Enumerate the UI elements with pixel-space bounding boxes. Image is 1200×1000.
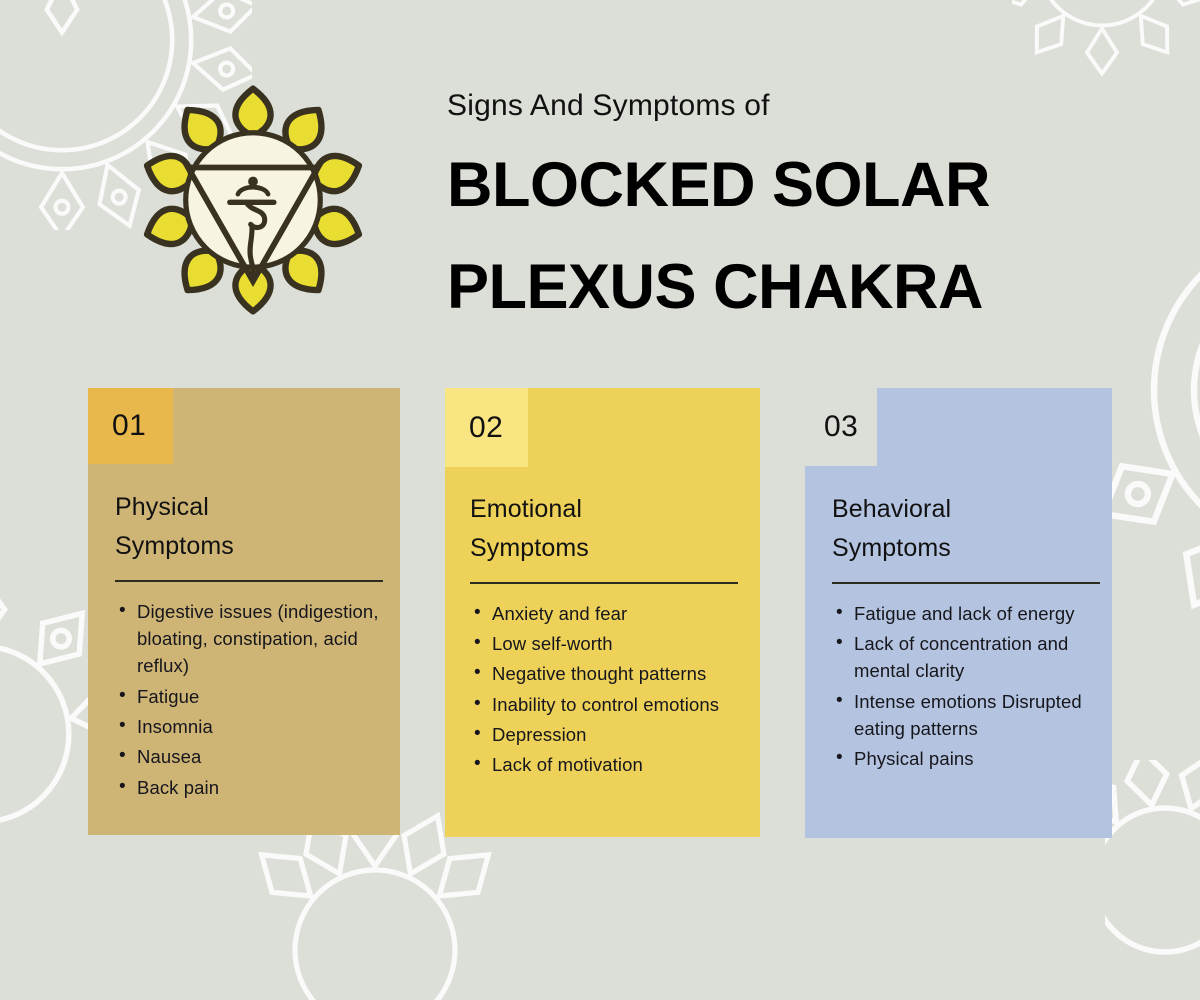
symptom-list-item: Depression [470,720,738,748]
card-number-badge: 01 [88,388,173,464]
symptom-list-item: Inability to control emotions [470,690,738,718]
symptom-list-item: Negative thought patterns [470,659,738,687]
symptom-list: Digestive issues (indigestion, bloating,… [115,596,383,801]
symptom-cards-container: 01 Physical Symptoms Digestive issues (i… [0,0,1200,900]
symptom-list-item: Low self-worth [470,629,738,657]
symptom-list-item: Intense emotions Disrupted eating patter… [832,687,1100,743]
card-title-line-2: Symptoms [470,533,589,562]
page-title-line-1: BLOCKED SOLAR [447,150,991,220]
card-content: Behavioral Symptoms Fatigue and lack of … [832,490,1100,776]
card-title-line-1: Behavioral [832,495,952,523]
solar-plexus-chakra-symbol-icon [143,85,363,315]
symptom-list: Anxiety and fearLow self-worthNegative t… [470,598,738,778]
symptom-list-item: Fatigue and lack of energy [832,598,1100,626]
symptom-list-item: Physical pains [832,744,1100,772]
card-title-line-1: Emotional [470,495,583,523]
card-number-badge: 02 [445,388,528,467]
symptom-list-item: Lack of concentration and mental clarity [832,629,1100,685]
symptom-list-item: Digestive issues (indigestion, bloating,… [115,596,383,680]
symptom-list-item: Lack of motivation [470,750,738,778]
header-text-block: Signs And Symptoms of BLOCKED SOLAR PLEX… [447,89,1107,338]
symptom-list-item: Back pain [115,773,383,801]
symptom-list: Fatigue and lack of energyLack of concen… [832,598,1100,772]
card-title-line-1: Physical [115,493,209,521]
symptom-list-item: Insomnia [115,712,383,740]
eyebrow-text: Signs And Symptoms of [447,89,770,122]
card-title: Physical Symptoms [115,488,383,566]
card-title: Emotional Symptoms [470,490,738,568]
card-divider [832,581,1100,584]
card-title-line-2: Symptoms [832,533,951,562]
card-divider [470,581,738,584]
card-title: Behavioral Symptoms [832,490,1100,568]
symptom-list-item: Anxiety and fear [470,598,738,626]
card-divider [115,579,383,582]
card-number-badge: 03 [824,410,859,443]
symptom-list-item: Fatigue [115,682,383,710]
card-content: Physical Symptoms Digestive issues (indi… [115,488,383,804]
card-title-line-2: Symptoms [115,531,234,560]
page-title: BLOCKED SOLAR PLEXUS CHAKRA [447,134,1107,338]
card-content: Emotional Symptoms Anxiety and fearLow s… [470,490,738,782]
page-title-line-2: PLEXUS CHAKRA [447,252,984,323]
symptom-list-item: Nausea [115,742,383,770]
